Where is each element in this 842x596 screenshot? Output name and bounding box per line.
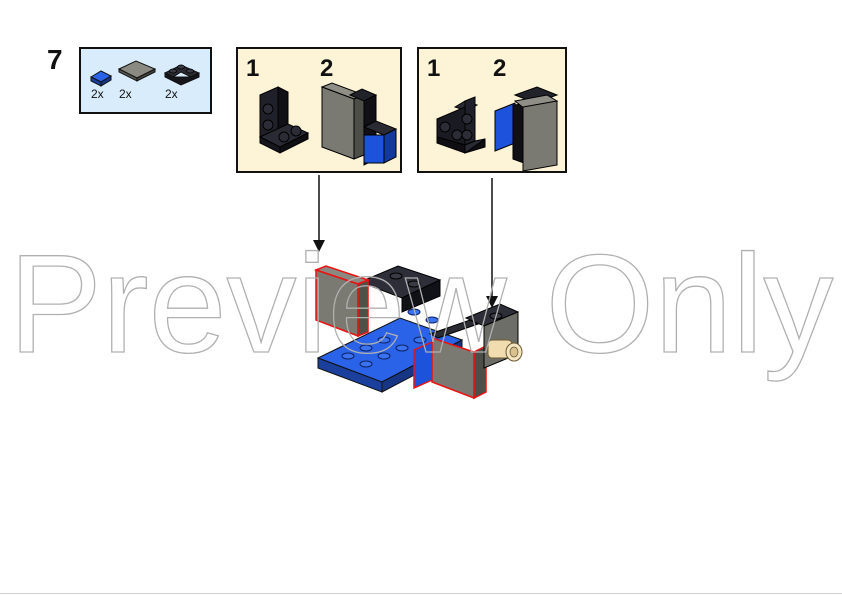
subassembly-callout-left: 1 2 (236, 47, 402, 173)
part-qty-black-plate: 2x (165, 87, 178, 101)
parts-list-icons (89, 60, 201, 87)
subassembly-left-illustration (258, 82, 398, 166)
part-qty-gray-tile: 2x (119, 87, 132, 101)
black-plate-2x2-corner-icon (163, 64, 201, 86)
blue-plate-with-gray-tile-icon (494, 86, 559, 171)
page-bottom-divider (0, 593, 842, 594)
black-top-plate (358, 265, 442, 313)
blue-plate-1x1-icon (89, 70, 113, 87)
left-gray-tile-highlighted (313, 265, 371, 338)
gray-tile-with-blue-plate-icon (320, 82, 398, 166)
part-qty-blue-plate: 2x (91, 87, 104, 101)
subassembly-left-step-1: 1 (246, 55, 260, 82)
subassembly-right-step-2: 2 (493, 55, 507, 82)
tan-connector-pin (487, 339, 523, 362)
subassembly-callout-right: 1 2 (417, 47, 567, 173)
arrow-right (486, 178, 498, 308)
subassembly-right-illustration (436, 86, 559, 171)
black-bracket-mirrored-icon (436, 96, 486, 154)
gray-tile-2x2-icon (117, 60, 157, 82)
black-bracket-icon (258, 86, 310, 154)
parts-list: 2x 2x 2x (79, 47, 212, 114)
step-number: 7 (47, 44, 63, 75)
subassembly-right-step-1: 1 (427, 55, 441, 82)
blue-base-plate (316, 308, 464, 393)
arrow-left (313, 175, 325, 252)
subassembly-left-step-2: 2 (320, 55, 334, 82)
